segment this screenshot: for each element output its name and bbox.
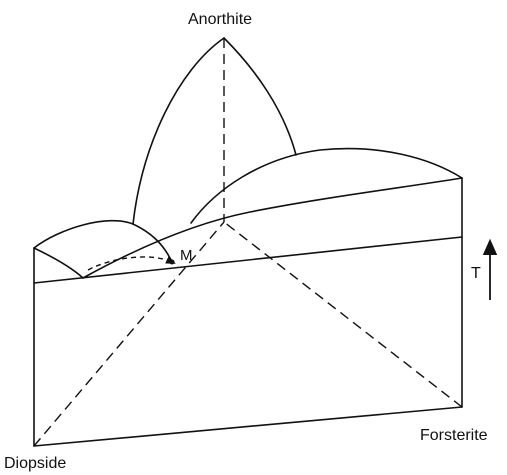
anorthite-label: Anorthite bbox=[188, 11, 252, 28]
forsterite-dome-front-curve bbox=[82, 177, 463, 279]
prism-base-edge bbox=[33, 406, 463, 447]
eutectic-point-m bbox=[169, 259, 175, 265]
forsterite-label: Forsterite bbox=[420, 427, 488, 444]
anorthite-dome-right-flank bbox=[223, 37, 297, 156]
eutectic-label: M bbox=[180, 247, 193, 264]
hidden-edge-forsterite-to-anorthite-base bbox=[223, 221, 463, 408]
forsterite-liquidus-dome bbox=[190, 147, 463, 224]
diopside-liquidus-dome bbox=[33, 220, 134, 249]
anorthite-liquidus-dome bbox=[132, 37, 225, 225]
diopside-label: Diopside bbox=[4, 455, 66, 472]
hidden-edge-diopside-to-anorthite-base bbox=[33, 221, 225, 447]
diopside-dome-left-trough bbox=[33, 247, 84, 279]
isothermal-section-line bbox=[33, 236, 463, 284]
temperature-label: T bbox=[471, 265, 481, 282]
